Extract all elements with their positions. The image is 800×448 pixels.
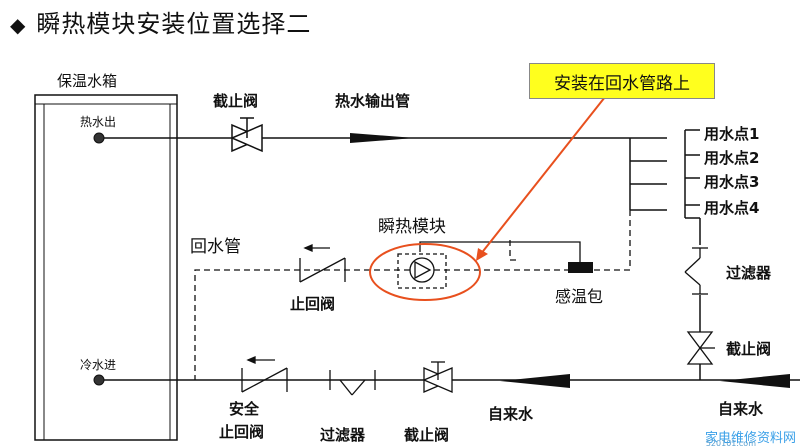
safety-check-label-1: 安全	[229, 400, 260, 418]
stop-valve-top-label: 截止阀	[213, 92, 259, 110]
cold-flow-arrow	[500, 374, 570, 388]
cold-in-label: 冷水进	[80, 358, 117, 372]
return-pipe	[194, 210, 631, 380]
stop-valve-bottom-label: 截止阀	[404, 426, 450, 444]
filter-bottom	[329, 370, 376, 396]
water-tank	[34, 94, 178, 441]
tank-label: 保温水箱	[57, 72, 118, 90]
sensor-label: 感温包	[555, 287, 604, 306]
callout-box: 安装在回水管路上	[529, 63, 715, 99]
tap-water-label: 自来水	[488, 405, 534, 423]
point-2-label: 用水点2	[704, 149, 760, 167]
cold-flow-arrow-right	[720, 374, 790, 388]
temperature-sensor	[568, 262, 593, 273]
stop-valve-right-label: 截止阀	[726, 340, 772, 358]
highlight-ellipse	[369, 243, 481, 301]
cold-in-port	[93, 374, 105, 386]
hot-flow-arrow	[350, 133, 415, 143]
stop-valve-top	[230, 117, 264, 153]
title-text: 瞬热模块安装位置选择二	[36, 10, 312, 38]
filter-bottom-label: 过滤器	[320, 426, 366, 444]
check-valve-return	[299, 244, 346, 283]
page-title: ◆ 瞬热模块安装位置选择二	[10, 4, 311, 39]
tap-water-right-label: 自来水	[718, 400, 764, 418]
safety-check-label-2: 止回阀	[219, 423, 265, 441]
stop-valve-right	[686, 331, 715, 365]
point-4-label: 用水点4	[704, 199, 760, 217]
point-1-label: 用水点1	[704, 125, 760, 143]
stop-valve-bottom	[422, 361, 454, 393]
filter-right	[684, 247, 708, 295]
pump-module	[397, 253, 447, 289]
module-label: 瞬热模块	[378, 217, 446, 237]
point-3-label: 用水点3	[704, 173, 760, 191]
filter-right-label: 过滤器	[726, 264, 772, 282]
title-bullet: ◆	[10, 13, 27, 37]
callout-pointer	[479, 96, 606, 256]
hot-out-port	[93, 132, 105, 144]
check-valve-label: 止回阀	[290, 295, 336, 313]
hot-out-label: 热水出	[80, 115, 117, 129]
return-pipe-label: 回水管	[190, 237, 241, 257]
hot-pipe-label: 热水输出管	[335, 92, 411, 110]
watermark-url: 520101.com	[705, 439, 756, 448]
watermark: 家电维修资料网	[704, 431, 796, 446]
safety-check-valve	[241, 356, 288, 393]
